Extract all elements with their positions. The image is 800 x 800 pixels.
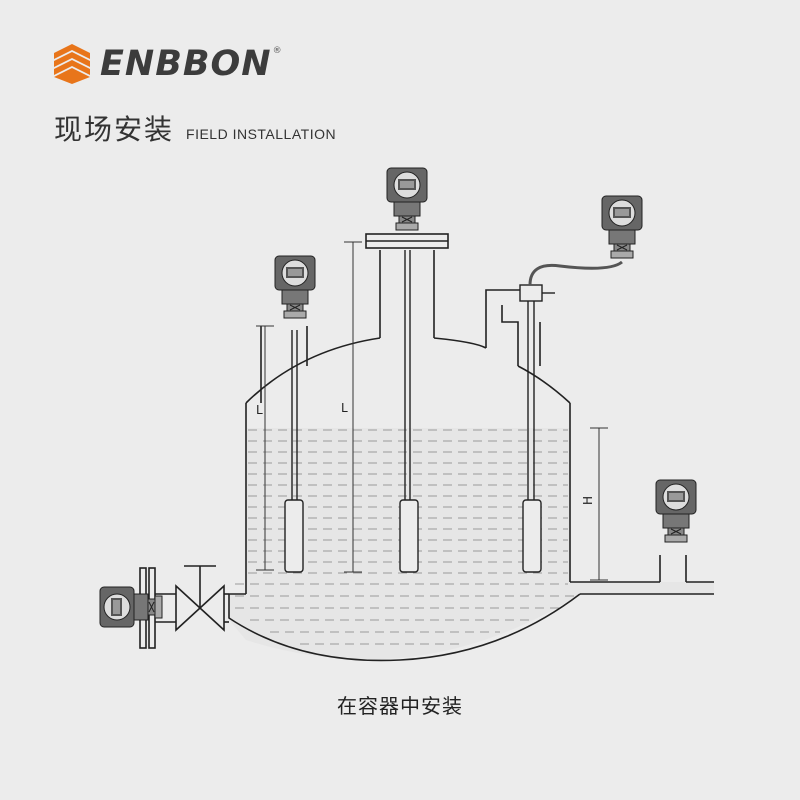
dimension-lines [256,241,608,581]
vessel-outline [228,233,714,662]
transmitter-right [655,479,697,543]
registered-mark: ® [272,46,282,56]
remote-cable [528,260,623,286]
dim-label-center-l: L [341,401,348,415]
dim-label-left-l: L [256,403,263,417]
transmitter-remote [601,195,643,259]
heading-title-cn: 现场安装 [54,113,175,146]
diagram-caption: 在容器中安装 [337,694,463,718]
transmitter-left [274,255,316,319]
brand-header: ENBBON ® [52,42,282,86]
section-heading: 现场安装 FIELD INSTALLATION [54,108,336,148]
transmitter-center [386,167,428,231]
enbbon-logo-icon [54,44,90,84]
brand-name: ENBBON [100,44,272,84]
probes [284,250,555,573]
dim-label-h: H [581,496,595,505]
heading-title-en: FIELD INSTALLATION [186,126,337,142]
